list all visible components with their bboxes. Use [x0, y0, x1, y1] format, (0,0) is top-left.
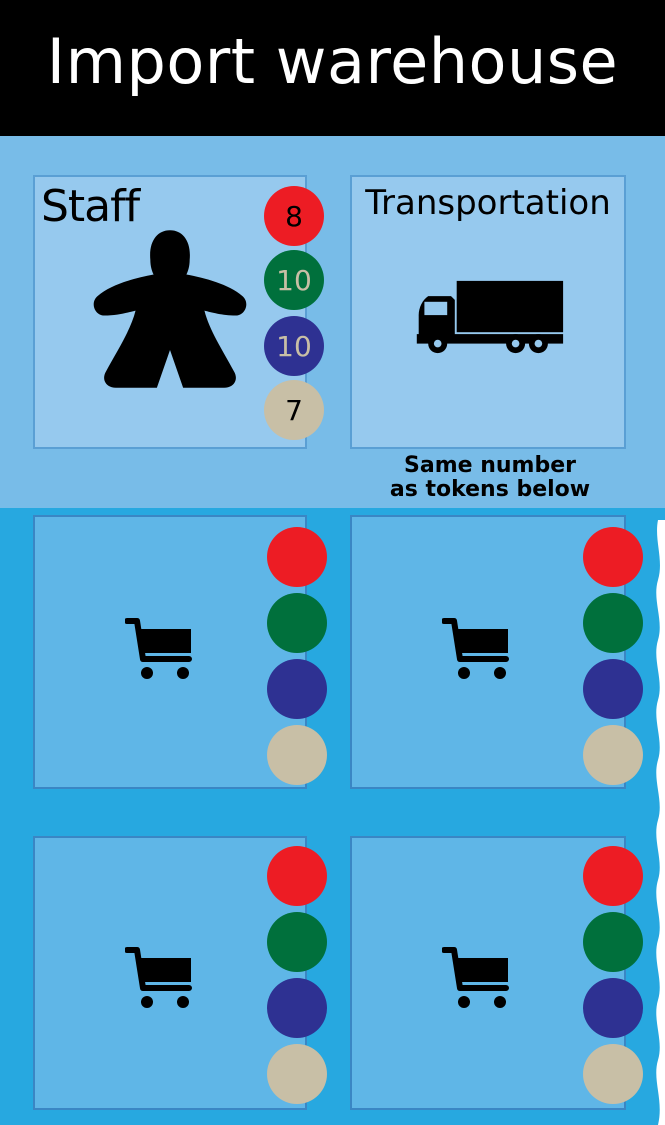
cart-1-token-red[interactable]	[267, 527, 327, 587]
cart-4-token-green[interactable]	[583, 912, 643, 972]
cart-2-token-blue[interactable]	[583, 659, 643, 719]
note-line-2: as tokens below	[389, 477, 591, 502]
cart-card-1[interactable]	[33, 515, 307, 789]
transportation-note: Same number as tokens below	[350, 454, 630, 502]
shopping-cart-icon	[442, 618, 509, 679]
truck-icon	[416, 280, 564, 354]
cart-1-token-green[interactable]	[267, 593, 327, 653]
staff-token-blue[interactable]: 10	[264, 316, 324, 376]
shopping-cart-icon	[125, 947, 192, 1008]
cart-card-2[interactable]	[350, 515, 626, 789]
staff-token-beige[interactable]: 7	[264, 380, 324, 440]
cart-1-token-blue[interactable]	[267, 659, 327, 719]
cart-1-token-beige[interactable]	[267, 725, 327, 785]
cart-card-4[interactable]	[350, 836, 626, 1110]
staff-count-red: 8	[285, 199, 303, 233]
staff-token-red[interactable]: 8	[264, 186, 324, 246]
staff-count-beige: 7	[285, 393, 303, 427]
transportation-title: Transportation	[365, 183, 611, 223]
cart-3-token-green[interactable]	[267, 912, 327, 972]
note-line-1: Same number	[404, 453, 576, 478]
cart-2-token-green[interactable]	[583, 593, 643, 653]
shopping-cart-icon	[125, 618, 192, 679]
staff-card[interactable]: Staff	[33, 175, 307, 449]
board-title: Import warehouse	[46, 25, 619, 98]
cart-card-3[interactable]	[33, 836, 307, 1110]
staff-count-green: 10	[276, 263, 312, 297]
transportation-card[interactable]: Transportation	[350, 175, 626, 449]
staff-count-blue: 10	[276, 329, 312, 363]
cart-4-token-beige[interactable]	[583, 1044, 643, 1104]
staff-token-green[interactable]: 10	[264, 250, 324, 310]
cart-4-token-red[interactable]	[583, 846, 643, 906]
meeple-icon	[93, 230, 247, 388]
shopping-cart-icon	[442, 947, 509, 1008]
staff-title: Staff	[41, 181, 140, 232]
cart-4-token-blue[interactable]	[583, 978, 643, 1038]
cart-2-token-red[interactable]	[583, 527, 643, 587]
cart-3-token-beige[interactable]	[267, 1044, 327, 1104]
cart-3-token-red[interactable]	[267, 846, 327, 906]
header-bar: Import warehouse	[0, 0, 665, 136]
cart-3-token-blue[interactable]	[267, 978, 327, 1038]
cart-2-token-beige[interactable]	[583, 725, 643, 785]
